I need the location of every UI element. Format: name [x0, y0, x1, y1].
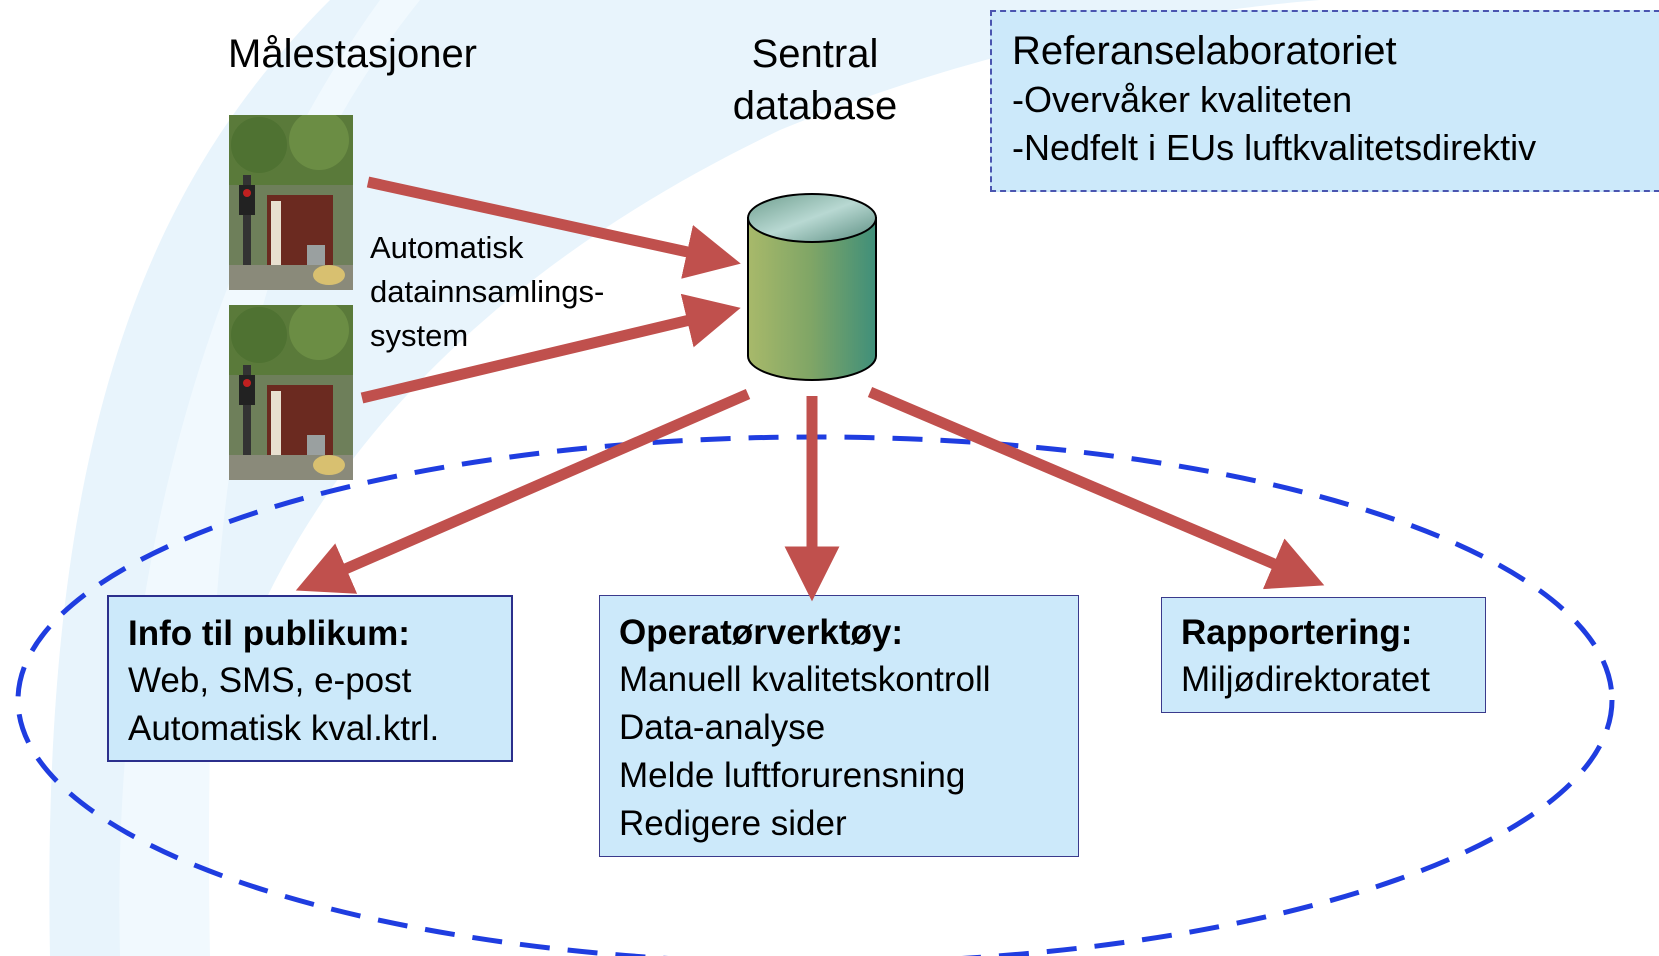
collection-label-line: system [370, 318, 469, 353]
collection-label-line: Automatisk [370, 230, 524, 265]
operator-tools-box: Operatørverktøy: Manuell kvalitetskontro… [599, 595, 1079, 857]
public-info-heading: Info til publikum: [128, 614, 410, 653]
reference-lab-line: -Overvåker kvaliteten [1012, 79, 1353, 120]
public-info-line: Automatisk kval.ktrl. [128, 709, 440, 748]
reporting-heading: Rapportering: [1181, 613, 1413, 652]
operator-tools-lines: Manuell kvalitetskontroll Data-analyse M… [619, 656, 1078, 848]
operator-tools-line: Data-analyse [619, 708, 826, 747]
operator-tools-heading: Operatørverktøy: [619, 613, 903, 652]
reporting-line: Miljødirektoratet [1181, 660, 1430, 699]
operator-tools-line: Melde luftforurensning [619, 756, 966, 795]
database-title-line: database [732, 84, 898, 128]
public-info-box: Info til publikum: Web, SMS, e-post Auto… [107, 595, 513, 762]
operator-tools-line: Redigere sider [619, 804, 847, 843]
reference-lab-title: Referanselaboratoriet [1012, 29, 1397, 73]
collection-label-line: datainnsamlings- [370, 274, 605, 309]
database-cylinder-icon [747, 193, 877, 381]
public-info-lines: Web, SMS, e-post Automatisk kval.ktrl. [128, 657, 511, 753]
database-title: Sentral database [700, 28, 930, 132]
reporting-lines: Miljødirektoratet [1181, 656, 1485, 704]
measurement-station-photo [229, 305, 353, 480]
collection-system-label: Automatisk datainnsamlings- system [370, 226, 604, 358]
reporting-box: Rapportering: Miljødirektoratet [1161, 597, 1486, 713]
measurement-station-photo [229, 115, 353, 290]
stations-title: Målestasjoner [228, 32, 478, 76]
database-title-line: Sentral [751, 32, 879, 76]
public-info-line: Web, SMS, e-post [128, 661, 412, 700]
operator-tools-line: Manuell kvalitetskontroll [619, 660, 991, 699]
reference-lab-box: Referanselaboratoriet -Overvåker kvalite… [990, 10, 1659, 192]
reference-lab-line: -Nedfelt i EUs luftkvalitetsdirektiv [1012, 127, 1537, 168]
